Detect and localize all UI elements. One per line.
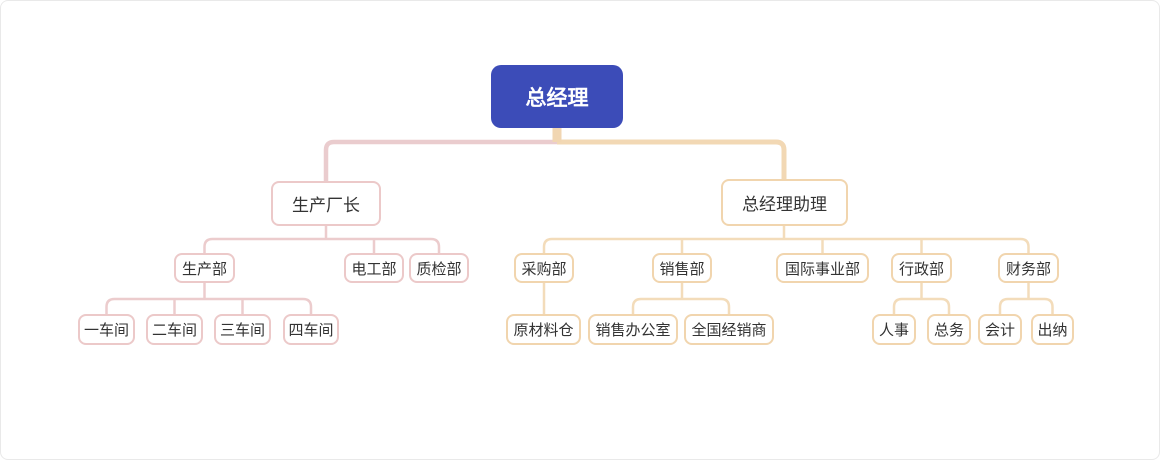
node-finance-dept[interactable]: 财务部 bbox=[998, 253, 1059, 283]
node-sales-office[interactable]: 销售办公室 bbox=[588, 314, 678, 345]
node-raw-material-warehouse[interactable]: 原材料仓 bbox=[506, 314, 581, 345]
node-production-dept[interactable]: 生产部 bbox=[174, 253, 235, 283]
node-workshop-2[interactable]: 二车间 bbox=[146, 314, 203, 345]
node-purchasing-dept[interactable]: 采购部 bbox=[514, 253, 574, 283]
node-general-manager[interactable]: 总经理 bbox=[491, 65, 623, 128]
node-gm-assistant[interactable]: 总经理助理 bbox=[721, 179, 848, 226]
node-electrician-dept[interactable]: 电工部 bbox=[344, 253, 404, 283]
node-workshop-1[interactable]: 一车间 bbox=[78, 314, 135, 345]
node-quality-inspection-dept[interactable]: 质检部 bbox=[409, 253, 469, 283]
node-workshop-4[interactable]: 四车间 bbox=[283, 314, 339, 345]
node-production-director[interactable]: 生产厂长 bbox=[271, 181, 381, 226]
node-sales-dept[interactable]: 销售部 bbox=[652, 253, 712, 283]
node-workshop-3[interactable]: 三车间 bbox=[214, 314, 271, 345]
node-general-affairs[interactable]: 总务 bbox=[927, 314, 971, 345]
node-international-business-dept[interactable]: 国际事业部 bbox=[776, 253, 869, 283]
node-national-distributors[interactable]: 全国经销商 bbox=[684, 314, 774, 345]
node-admin-dept[interactable]: 行政部 bbox=[891, 253, 952, 283]
node-cashier[interactable]: 出纳 bbox=[1031, 314, 1074, 345]
node-hr[interactable]: 人事 bbox=[872, 314, 916, 345]
node-accounting[interactable]: 会计 bbox=[978, 314, 1022, 345]
